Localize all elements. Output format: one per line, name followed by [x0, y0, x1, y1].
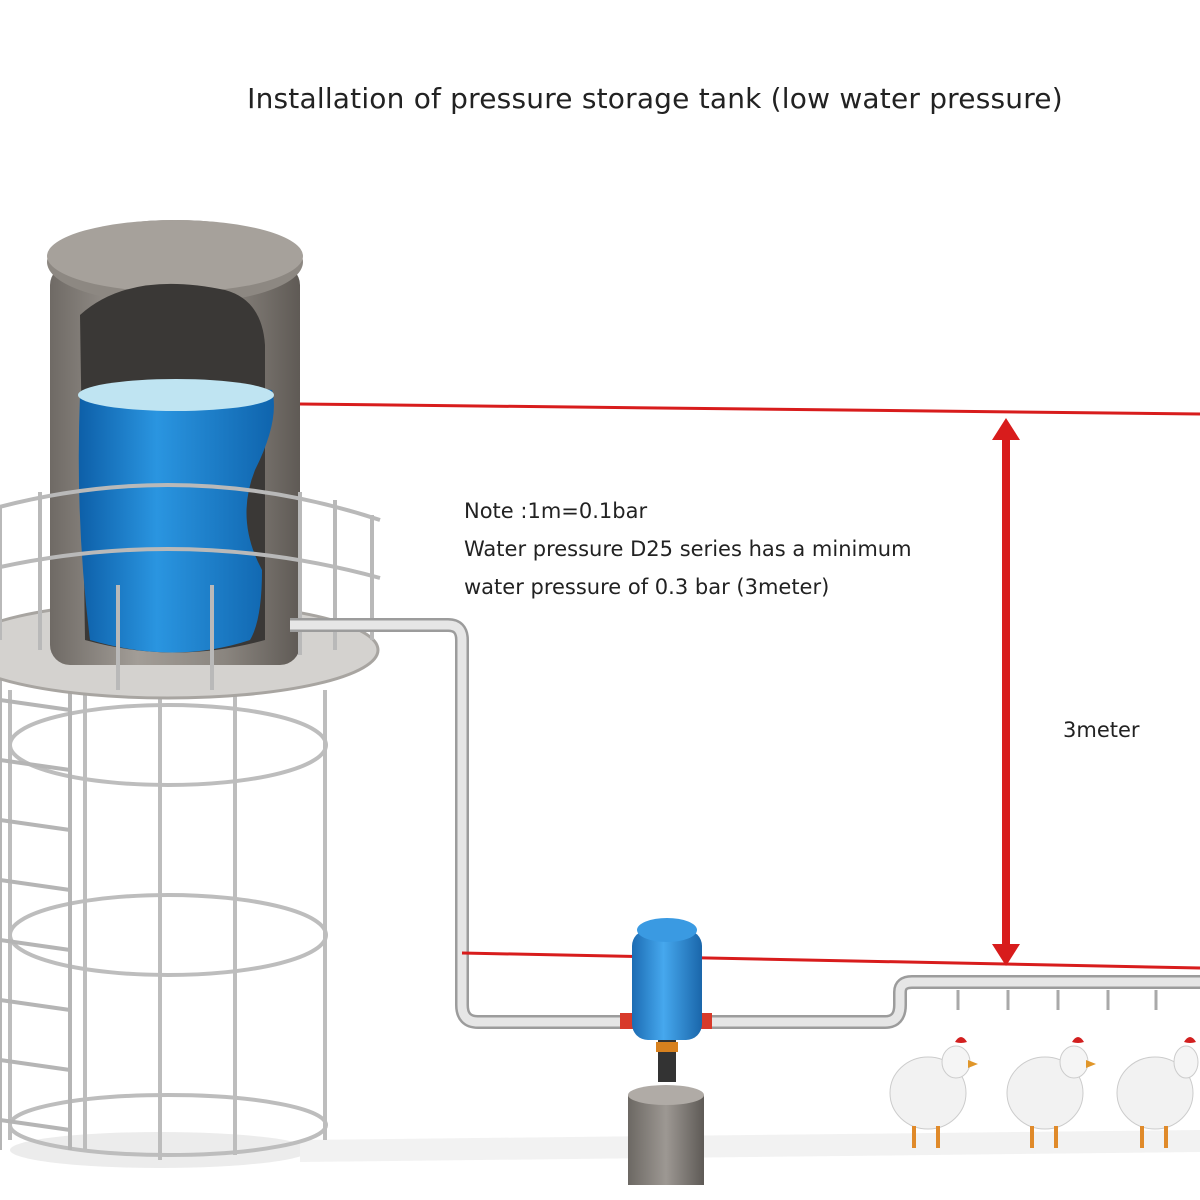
height-arrow [992, 418, 1020, 966]
ground [10, 1130, 1200, 1168]
ladder [0, 640, 72, 1150]
height-label: 3meter [1063, 718, 1140, 742]
water-in-tank [78, 383, 274, 653]
chicken-3 [1116, 1037, 1199, 1148]
height-label-box: 3meter [1055, 695, 1190, 801]
note-line-1: Note :1m=0.1bar [464, 499, 648, 523]
dosing-pump [620, 918, 712, 1082]
diagram-title: Installation of pressure storage tank (l… [247, 82, 1063, 115]
reference-lines [299, 402, 1200, 970]
chicken-1 [889, 1037, 978, 1148]
chicken-2 [1006, 1037, 1096, 1148]
tower-frame [8, 690, 328, 1160]
water-pipe [290, 618, 1200, 1029]
pump-level-line [461, 951, 1200, 970]
pressure-note: Note :1m=0.1bar Water pressure D25 serie… [452, 482, 960, 610]
chemical-container [628, 1085, 704, 1185]
note-line-2: Water pressure D25 series has a minimum [464, 537, 912, 561]
storage-tank [47, 220, 303, 665]
nipple-drinkers [956, 990, 1158, 1010]
tank-level-line [299, 402, 1200, 416]
note-line-3: water pressure of 0.3 bar (3meter) [464, 575, 830, 599]
